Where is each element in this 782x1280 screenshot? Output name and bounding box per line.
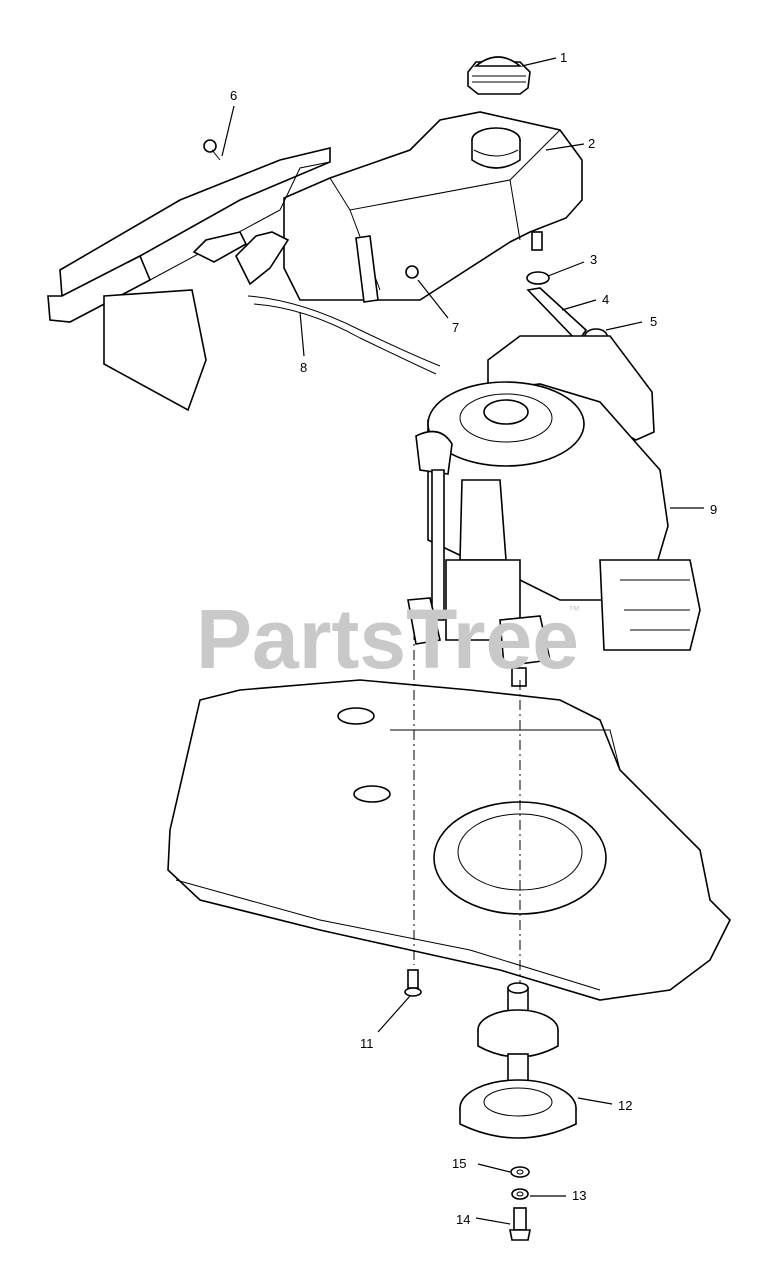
hose-clamp-3[interactable] <box>526 271 550 285</box>
bolt-11[interactable] <box>404 969 422 997</box>
bolt-14[interactable] <box>509 1207 531 1241</box>
fuel-cap[interactable] <box>467 56 531 95</box>
engine-pulley[interactable] <box>459 982 577 1139</box>
callout-8[interactable]: 8 <box>300 360 307 375</box>
svg-text:™: ™ <box>568 603 580 617</box>
leader-lines <box>221 57 704 1225</box>
callout-6[interactable]: 6 <box>230 88 237 103</box>
callout-14[interactable]: 14 <box>456 1212 470 1227</box>
callout-5[interactable]: 5 <box>650 314 657 329</box>
fuel-valve[interactable] <box>192 231 290 286</box>
callout-4[interactable]: 4 <box>602 292 609 307</box>
dash-panel-assembly <box>47 146 379 412</box>
frame-plate <box>167 679 731 1001</box>
callout-7[interactable]: 7 <box>452 320 459 335</box>
callout-9[interactable]: 9 <box>710 502 717 517</box>
callout-2[interactable]: 2 <box>588 136 595 151</box>
fuel-hose-4[interactable] <box>526 287 588 344</box>
callout-1[interactable]: 1 <box>560 50 567 65</box>
callout-3[interactable]: 3 <box>590 252 597 267</box>
lock-washer-13[interactable] <box>511 1188 529 1200</box>
fuel-fitting[interactable] <box>405 265 419 279</box>
svg-text:PartsTree: PartsTree <box>196 592 579 686</box>
callout-11[interactable]: 11 <box>360 1036 374 1051</box>
callout-labels: 1 2 3 4 5 6 7 8 9 11 12 13 14 15 <box>230 50 717 1227</box>
callout-12[interactable]: 12 <box>618 1098 632 1113</box>
screw-6[interactable] <box>203 139 221 161</box>
centerlines <box>413 630 521 990</box>
washer-15[interactable] <box>510 1166 530 1178</box>
callout-13[interactable]: 13 <box>572 1188 586 1203</box>
watermark: PartsTree ™ <box>196 592 580 686</box>
fuel-line[interactable] <box>247 295 441 375</box>
engine[interactable] <box>407 335 701 687</box>
callout-15[interactable]: 15 <box>452 1156 466 1171</box>
